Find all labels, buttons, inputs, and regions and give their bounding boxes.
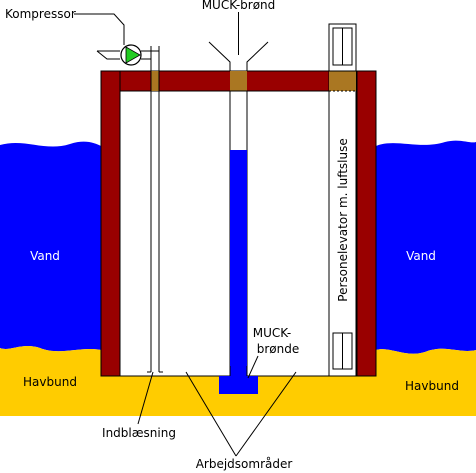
label-kompressor: Kompressor bbox=[5, 7, 76, 21]
leader-air-inlet bbox=[137, 371, 154, 425]
air-inlet-pipe bbox=[147, 46, 163, 373]
leader-work-areas bbox=[185, 371, 297, 457]
leader-kompressor bbox=[74, 13, 125, 45]
muck-plug bbox=[230, 71, 247, 91]
label-water-right: Vand bbox=[406, 249, 436, 263]
muck-pit-outline bbox=[229, 366, 248, 376]
label-elevator: Personelevator m. luftsluse bbox=[336, 138, 350, 301]
muck-pit bbox=[219, 376, 258, 394]
muck-funnel bbox=[208, 41, 269, 71]
water-right bbox=[376, 140, 476, 354]
compressor-to-pipe bbox=[141, 50, 159, 60]
caisson-wall-right bbox=[356, 70, 377, 377]
seabed-left bbox=[0, 346, 120, 416]
label-air-inlet: Indblæsning bbox=[102, 426, 176, 440]
leader-muck-wells bbox=[247, 355, 259, 379]
label-muck-wells-2: brønde bbox=[257, 342, 300, 356]
water-left bbox=[0, 141, 101, 352]
pump-triangle-icon bbox=[125, 46, 141, 64]
air-pipe-plug bbox=[151, 71, 159, 91]
label-water-left: Vand bbox=[30, 249, 60, 263]
muck-water-column bbox=[230, 150, 247, 376]
label-seabed-right: Havbund bbox=[405, 379, 459, 393]
seabed-right bbox=[357, 347, 476, 416]
label-work-areas: Arbejdsområder bbox=[196, 457, 293, 471]
caisson-wall-left bbox=[100, 70, 121, 377]
label-seabed-left: Havbund bbox=[23, 375, 77, 389]
air-intake-pipe bbox=[96, 50, 120, 60]
label-muck-well: MUCK-brønd bbox=[202, 0, 276, 12]
label-muck-wells-1: MUCK- bbox=[253, 326, 291, 340]
elevator-plug bbox=[329, 71, 356, 91]
